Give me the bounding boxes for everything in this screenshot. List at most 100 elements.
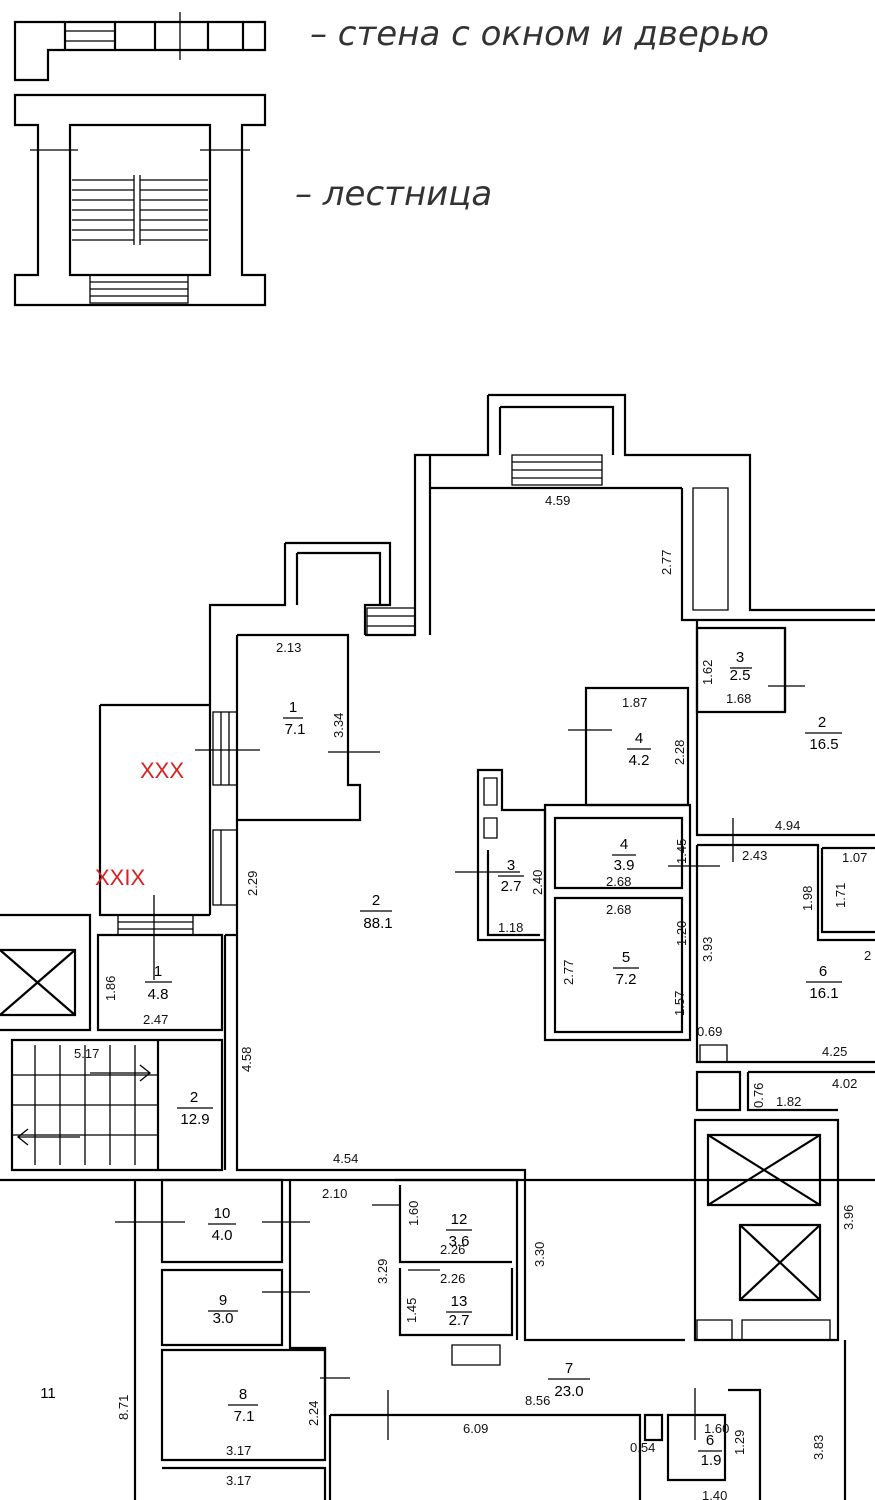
room-2-16-5: 216.5 [805, 714, 842, 753]
svg-text:7.1: 7.1 [234, 1408, 255, 1425]
svg-text:2.5: 2.5 [730, 667, 751, 684]
svg-text:2.43: 2.43 [742, 848, 767, 863]
svg-text:1.20: 1.20 [674, 921, 689, 946]
svg-text:1.98: 1.98 [800, 886, 815, 911]
svg-text:2.13: 2.13 [276, 640, 301, 655]
svg-text:4.25: 4.25 [822, 1044, 847, 1059]
svg-text:2: 2 [818, 714, 826, 731]
legend-wall-window-door-text: – стена с окном и дверью [310, 14, 769, 54]
room-8-7-1: 87.1 [228, 1386, 258, 1425]
svg-text:1.57: 1.57 [672, 991, 687, 1016]
svg-text:4: 4 [620, 836, 628, 853]
svg-text:4.94: 4.94 [775, 818, 800, 833]
svg-text:8.71: 8.71 [116, 1395, 131, 1420]
svg-text:1.9: 1.9 [701, 1452, 722, 1469]
svg-text:8: 8 [239, 1386, 247, 1403]
svg-text:2.77: 2.77 [659, 550, 674, 575]
dimension-labels: 4.59 2.77 2.13 3.34 1.62 1.68 1.87 2.28 … [74, 493, 871, 1500]
svg-text:88.1: 88.1 [363, 915, 392, 932]
room-2-88-1: 288.1 [360, 892, 393, 932]
room-4-3-9: 43.9 [612, 836, 636, 874]
room-4-4-2: 44.2 [627, 730, 651, 769]
svg-text:3.17: 3.17 [226, 1473, 251, 1488]
svg-text:5: 5 [622, 949, 630, 966]
svg-text:2.77: 2.77 [561, 960, 576, 985]
legend-stairs-text: – лестница [295, 174, 492, 214]
svg-text:2.26: 2.26 [440, 1242, 465, 1257]
svg-text:2: 2 [372, 892, 380, 909]
room-1-4-8: 14.8 [145, 963, 172, 1003]
svg-text:6: 6 [819, 963, 827, 980]
room-13-2-7: 132.7 [446, 1293, 472, 1329]
room-7-23-0: 723.0 [548, 1360, 590, 1400]
room-6-16-1: 616.1 [806, 963, 842, 1002]
svg-text:9: 9 [219, 1292, 227, 1309]
svg-text:1.07: 1.07 [842, 850, 867, 865]
door-ticks [115, 685, 805, 1440]
svg-text:1.71: 1.71 [833, 883, 848, 908]
svg-text:3.6: 3.6 [449, 1233, 470, 1250]
svg-text:2.10: 2.10 [322, 1186, 347, 1201]
svg-text:10: 10 [214, 1205, 231, 1222]
svg-text:2.68: 2.68 [606, 902, 631, 917]
svg-text:3: 3 [736, 649, 744, 666]
svg-text:1.45: 1.45 [674, 839, 689, 864]
svg-text:4.54: 4.54 [333, 1151, 358, 1166]
svg-text:7.2: 7.2 [616, 971, 637, 988]
room-labels: 17.1 288.1 32.5 216.5 44.2 32.7 43.9 57.… [40, 649, 842, 1469]
svg-text:1.60: 1.60 [406, 1201, 421, 1226]
svg-text:3.96: 3.96 [841, 1205, 856, 1230]
svg-text:12: 12 [451, 1211, 468, 1228]
svg-text:1.68: 1.68 [726, 691, 751, 706]
svg-text:3.93: 3.93 [700, 937, 715, 962]
room-5-7-2: 57.2 [613, 949, 639, 988]
svg-text:3.17: 3.17 [226, 1443, 251, 1458]
room-3-2-5: 32.5 [730, 649, 752, 684]
svg-text:23.0: 23.0 [554, 1383, 583, 1400]
room-1-7-1: 17.1 [283, 699, 305, 738]
svg-text:2.29: 2.29 [245, 871, 260, 896]
svg-text:4: 4 [635, 730, 643, 747]
legend-wall-window-door-symbol [13, 12, 267, 82]
svg-text:3.34: 3.34 [331, 713, 346, 738]
svg-text:0.76: 0.76 [751, 1083, 766, 1108]
svg-text:1.29: 1.29 [732, 1430, 747, 1455]
room-11-label: 11 [40, 1385, 56, 1402]
svg-text:1.18: 1.18 [498, 920, 523, 935]
svg-text:3.29: 3.29 [375, 1259, 390, 1284]
svg-text:1.82: 1.82 [776, 1094, 801, 1109]
svg-text:2.7: 2.7 [449, 1312, 470, 1329]
svg-text:1: 1 [289, 699, 297, 716]
svg-text:3.83: 3.83 [811, 1435, 826, 1460]
svg-text:2.28: 2.28 [672, 740, 687, 765]
svg-text:3.9: 3.9 [614, 857, 635, 874]
svg-text:12.9: 12.9 [180, 1111, 209, 1128]
svg-text:2.7: 2.7 [501, 878, 522, 895]
svg-text:8.56: 8.56 [525, 1393, 550, 1408]
svg-text:1: 1 [154, 963, 162, 980]
svg-text:2.47: 2.47 [143, 1012, 168, 1027]
svg-text:3.30: 3.30 [532, 1242, 547, 1267]
svg-text:0.69: 0.69 [697, 1024, 722, 1039]
svg-text:6.09: 6.09 [463, 1421, 488, 1436]
svg-text:1.62: 1.62 [700, 660, 715, 685]
svg-text:4.0: 4.0 [212, 1227, 233, 1244]
svg-text:7: 7 [565, 1360, 573, 1377]
svg-text:2.24: 2.24 [306, 1401, 321, 1426]
svg-text:6: 6 [706, 1432, 714, 1449]
svg-text:13: 13 [451, 1293, 468, 1310]
svg-text:0.54: 0.54 [630, 1440, 655, 1455]
svg-text:1.40: 1.40 [702, 1488, 727, 1500]
svg-text:16.1: 16.1 [809, 985, 838, 1002]
svg-text:4.2: 4.2 [629, 752, 650, 769]
svg-text:1.86: 1.86 [103, 976, 118, 1001]
room-10-4-0: 104.0 [208, 1205, 236, 1244]
building-walls [0, 393, 875, 1500]
svg-text:4.02: 4.02 [832, 1076, 857, 1091]
svg-text:1.45: 1.45 [404, 1298, 419, 1323]
svg-text:3.0: 3.0 [213, 1310, 234, 1327]
svg-text:2.68: 2.68 [606, 874, 631, 889]
svg-text:3: 3 [507, 857, 515, 874]
svg-text:16.5: 16.5 [809, 736, 838, 753]
roman-mark-xxx: XXX [140, 758, 184, 783]
